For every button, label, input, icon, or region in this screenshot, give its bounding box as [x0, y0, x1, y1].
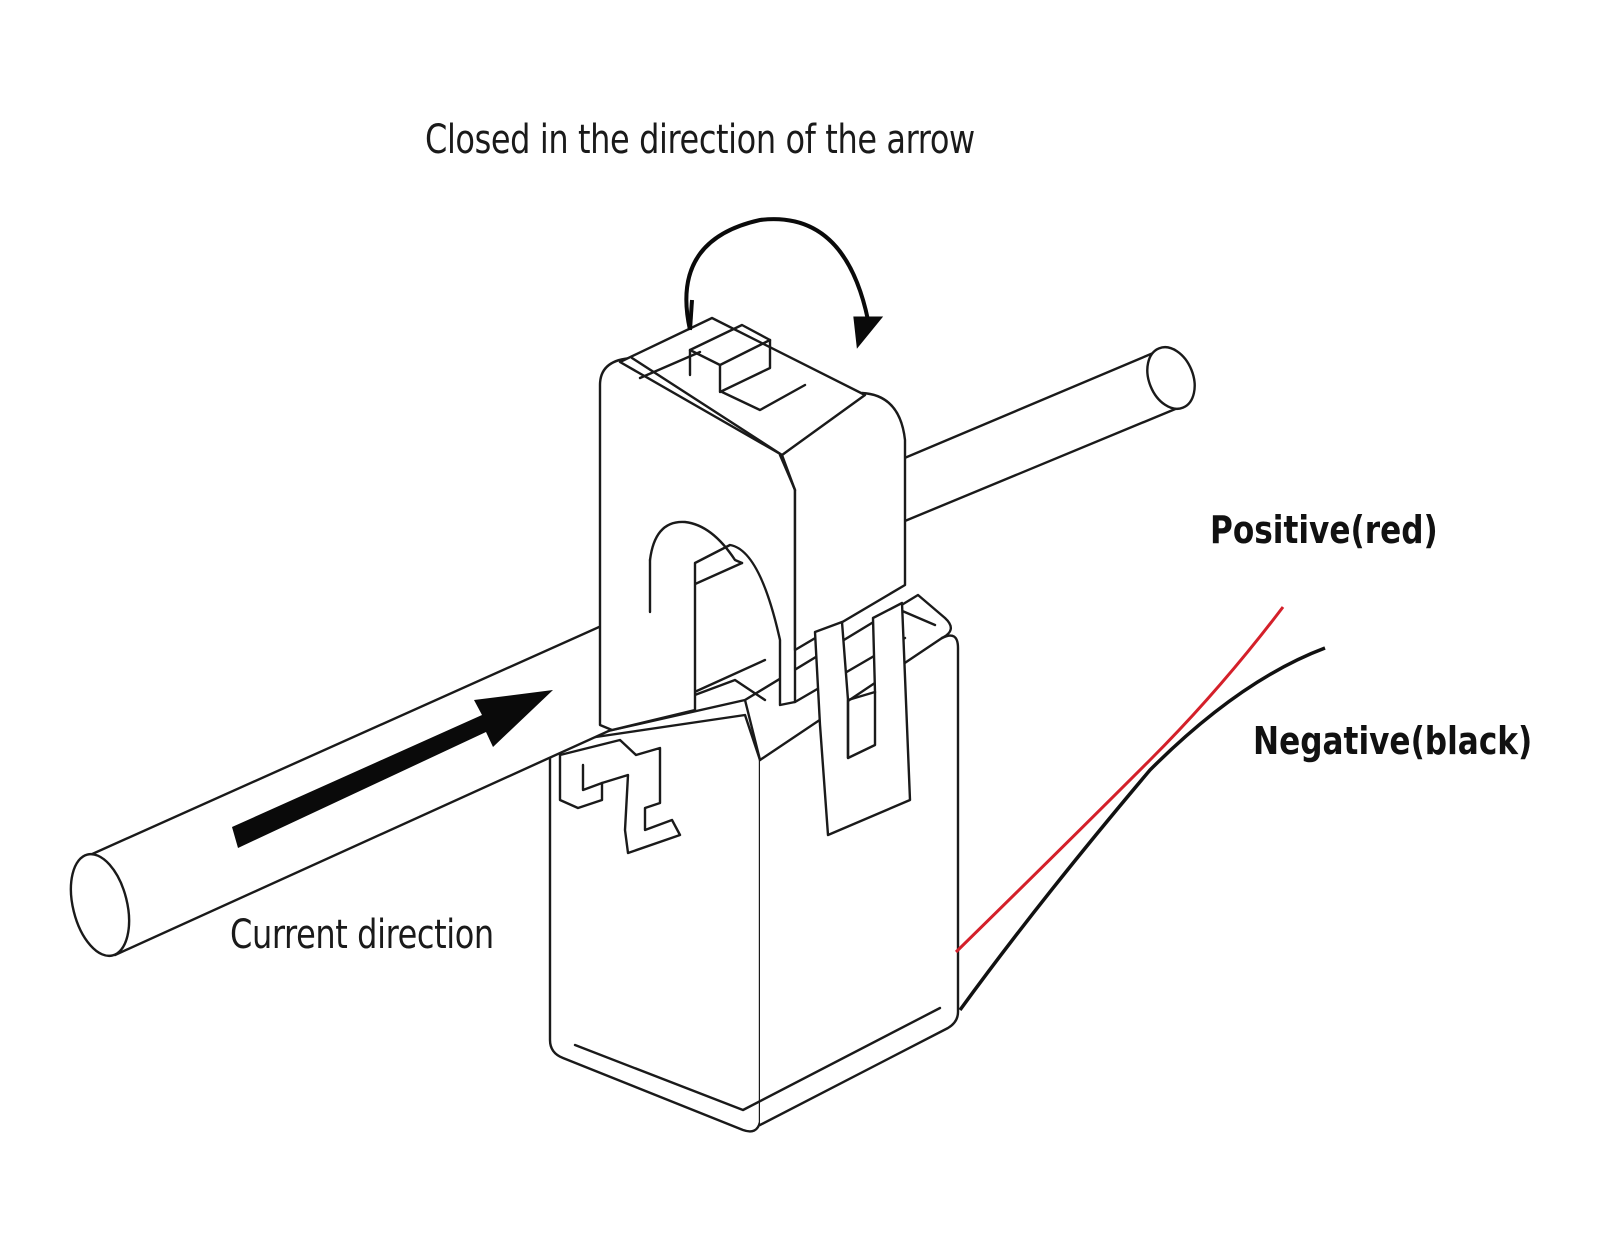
positive-wire-label: Positive(red)	[1210, 508, 1438, 552]
current-direction-arrow	[232, 690, 553, 848]
output-wires	[954, 606, 1326, 1012]
side-clip-left	[558, 738, 682, 855]
closing-instruction-label: Closed in the direction of the arrow	[425, 117, 975, 163]
negative-wire-label: Negative(black)	[1253, 719, 1533, 763]
closing-arc-arrow	[684, 217, 884, 349]
sensor-upper-jaw	[598, 316, 907, 732]
current-direction-label: Current direction	[230, 912, 494, 958]
cable-back-section	[886, 346, 1196, 530]
negative-wire-black	[958, 646, 1326, 1012]
snap-clip-front	[813, 601, 912, 837]
positive-wire-red	[954, 606, 1285, 954]
